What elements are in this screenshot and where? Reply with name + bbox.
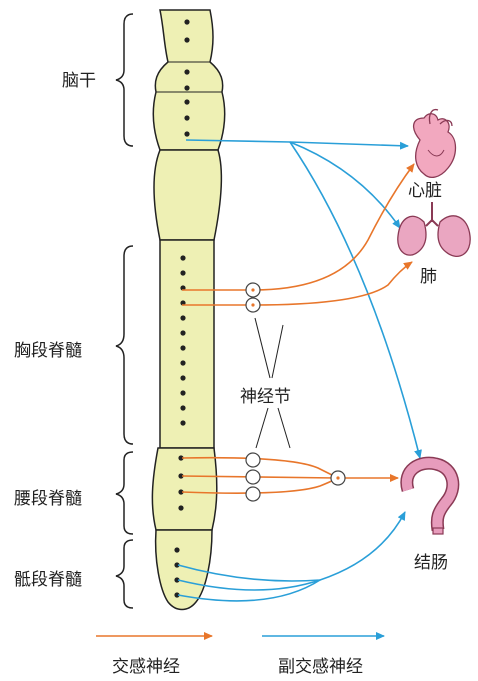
brainstem-nucleus-dot — [184, 69, 190, 75]
bracket-sacral — [115, 539, 134, 609]
thoracic-nucleus-dot — [180, 420, 186, 426]
cord-segment-brainstem-top — [152, 9, 226, 151]
brackets — [115, 13, 134, 609]
label-sacral-cord: 骶段脊髓 — [14, 570, 82, 590]
lumbar-nucleus-dot — [178, 505, 184, 511]
ganglion-lumbar-2 — [245, 469, 261, 485]
cord-segment-upper — [153, 149, 223, 241]
ganglion-lumbar-3 — [245, 486, 261, 502]
thoracic-nucleus-dot — [180, 390, 186, 396]
cord-segment-lumbar — [151, 447, 218, 531]
ganglion-lumbar-1 — [245, 452, 261, 468]
heart-icon — [413, 108, 457, 179]
label-brainstem: 脑干 — [62, 71, 96, 91]
brainstem-nucleus-dot — [184, 131, 190, 137]
legend-sympathetic-label: 交感神经 — [112, 657, 180, 677]
symp-to-heart — [252, 163, 415, 291]
symp-to-lung — [252, 261, 413, 306]
vagus-to-heart — [289, 141, 409, 150]
ganglion-dots — [251, 288, 340, 480]
brainstem-nucleus-dot — [184, 37, 190, 43]
sacral-nucleus-dot — [174, 577, 180, 583]
label-lung: 肺 — [420, 267, 437, 287]
legend-parasympathetic-label: 副交感神经 — [278, 657, 363, 677]
thoracic-nucleus-dot — [180, 345, 186, 351]
thoracic-nucleus-dot — [180, 330, 186, 336]
vagus-to-colon — [289, 141, 422, 459]
brainstem-nucleus-dot — [184, 85, 190, 91]
ganglion-pointers — [254, 317, 291, 449]
thoracic-nucleus-dot — [180, 270, 186, 276]
label-lumbar-cord: 腰段脊髓 — [14, 489, 82, 509]
label-thoracic-cord: 胸段脊髓 — [14, 341, 82, 361]
bracket-thoracic — [115, 245, 134, 445]
cord-segment-sacral — [154, 529, 213, 611]
label-ganglion: 神经节 — [240, 387, 291, 407]
cord-segment-thoracic — [159, 239, 215, 449]
lung-icon — [397, 202, 471, 257]
lumbar-nucleus-dot — [178, 489, 184, 495]
lumbar-nucleus-dot — [178, 455, 184, 461]
pelvic-nerve-2 — [177, 579, 321, 591]
brainstem-seams — [156, 61, 222, 93]
cord-nuclei — [174, 19, 190, 598]
thoracic-nucleus-dot — [180, 315, 186, 321]
label-heart: 心脏 — [408, 181, 442, 201]
bracket-brainstem — [115, 13, 134, 147]
parasympathetic-fibers — [177, 139, 422, 602]
vagus-trunk — [185, 139, 291, 143]
thoracic-nucleus-dot — [180, 255, 186, 261]
pelvic-nerve-3 — [177, 579, 321, 602]
thoracic-nucleus-dot — [180, 405, 186, 411]
sacral-nucleus-dot — [174, 592, 180, 598]
brainstem-nucleus-dot — [184, 115, 190, 121]
lumbar-nucleus-dot — [178, 473, 184, 479]
sacral-nucleus-dot — [174, 547, 180, 553]
brainstem-nucleus-dot — [184, 99, 190, 105]
bracket-lumbar — [115, 451, 134, 535]
ganglia — [245, 282, 346, 502]
thoracic-nucleus-dot — [180, 360, 186, 366]
sacral-nucleus-dot — [174, 562, 180, 568]
brainstem-nucleus-dot — [184, 19, 190, 25]
label-colon: 结肠 — [414, 553, 448, 573]
colon-icon — [400, 456, 460, 535]
spinal-cord — [151, 9, 226, 611]
thoracic-nucleus-dot — [180, 375, 186, 381]
vagus-to-lung — [289, 141, 401, 229]
